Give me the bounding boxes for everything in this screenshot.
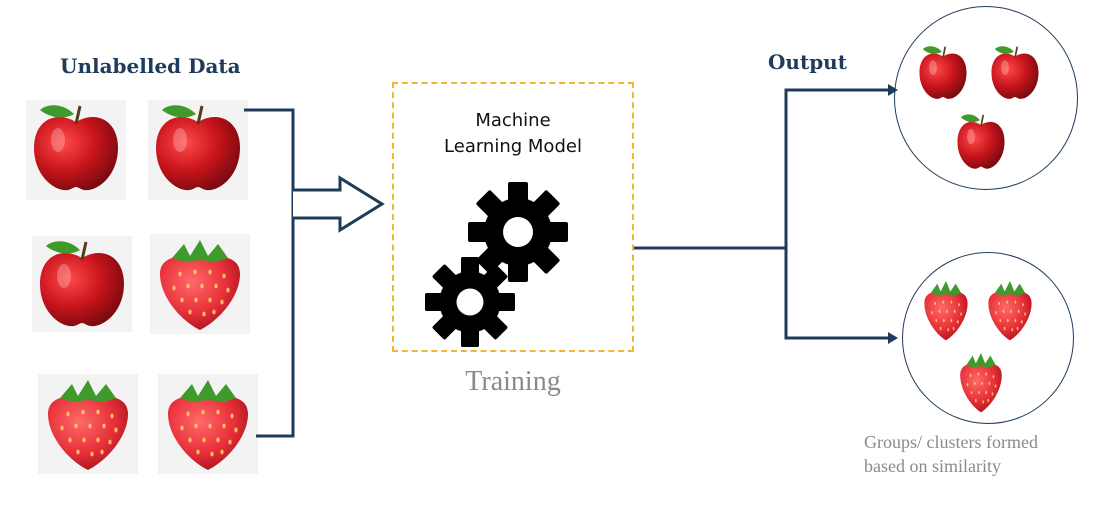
clusters-caption: Groups/ clusters formed based on similar…	[864, 430, 1100, 478]
model-label-line1: Machine	[475, 110, 551, 131]
arrow-head-icon	[888, 332, 898, 344]
model-label-line2: Learning Model	[444, 136, 582, 157]
clusters-caption-line1: Groups/ clusters formed	[864, 432, 1038, 452]
gear-icon	[468, 182, 568, 282]
hollow-arrow-icon	[293, 175, 385, 233]
strawberry-icon	[38, 374, 138, 474]
arrow-head-icon	[888, 84, 898, 96]
gears-group	[425, 182, 568, 347]
training-caption: Training	[465, 366, 561, 397]
input-title: Unlabelled Data	[60, 54, 241, 78]
input-bracket-line	[244, 108, 295, 438]
apple-icon	[990, 45, 1040, 100]
apple-icon	[148, 100, 248, 200]
model-box: Machine Learning Model	[392, 82, 634, 352]
apple-icon	[26, 100, 126, 200]
strawberry-icon	[150, 234, 250, 334]
apple-icon	[956, 113, 1006, 170]
model-label: Machine Learning Model	[394, 108, 632, 160]
strawberry-icon	[924, 280, 968, 341]
apple-icon	[32, 236, 132, 332]
strawberry-icon	[988, 280, 1032, 341]
output-bracket-line	[784, 88, 888, 340]
cluster-circle-apples	[894, 6, 1078, 190]
strawberry-icon	[960, 352, 1002, 413]
gear-icon	[425, 257, 515, 347]
clusters-caption-line2: based on similarity	[864, 456, 1001, 476]
cluster-circle-strawberries	[902, 252, 1074, 424]
apple-icon	[918, 45, 968, 100]
strawberry-icon	[158, 374, 258, 474]
output-title: Output	[768, 50, 847, 74]
